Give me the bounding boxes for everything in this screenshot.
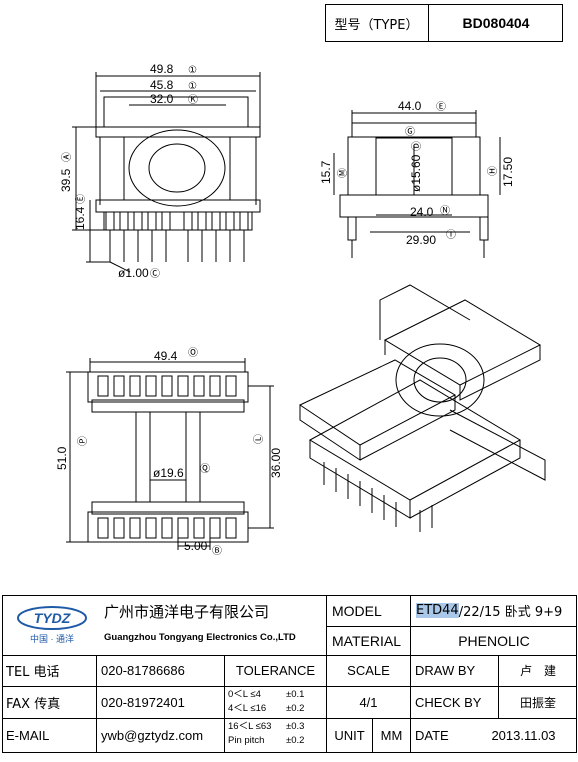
model-value: ETD44/22/15 卧式 9+9 xyxy=(412,595,577,626)
type-divider xyxy=(428,4,429,42)
dim-side-inner-ref: Ⓝ xyxy=(440,205,450,217)
tel-value: 020-81786686 xyxy=(101,663,185,678)
dim-bottom-row-spacing: 36.00 xyxy=(269,448,283,478)
unit-label: UNIT xyxy=(334,728,365,743)
fax-label: FAX 传真 xyxy=(6,696,61,712)
type-box xyxy=(325,4,563,42)
scale-value: 4/1 xyxy=(359,694,378,710)
dim-front-width-outer: 49.8 xyxy=(150,62,174,76)
bottom-view xyxy=(66,358,274,550)
dim-front-pin-dia-ref: Ⓒ xyxy=(150,268,160,280)
dim-side-core-height-ref: Ⓜ xyxy=(337,168,349,178)
bottom-view-top-pins xyxy=(97,375,237,397)
side-view xyxy=(333,110,501,258)
dim-front-width-mid-ref: ① xyxy=(188,81,197,92)
tolerance-row: 4＜L ≤16 ±0.2 xyxy=(228,702,324,716)
dim-side-center-ref: Ⓖ xyxy=(405,126,415,138)
dim-side-length-ref: Ⓔ xyxy=(436,101,446,113)
email-value: ywb@gztydz.com xyxy=(101,728,204,743)
front-pin-blocks xyxy=(105,211,249,231)
tolerance-row: 0＜L ≤4 ±0.1 xyxy=(228,688,324,702)
unit-value: MM xyxy=(380,728,403,743)
logo-sub: 中国 · 通洋 xyxy=(30,633,74,644)
date-label: DATE xyxy=(415,728,449,743)
tolerance-table: 0＜L ≤4 ±0.1 4＜L ≤16 ±0.2 16＜L ≤63 ±0.3 Pin … xyxy=(228,688,324,748)
dim-side-bore-ref: Ⓓ xyxy=(411,141,423,151)
isometric-pins xyxy=(323,462,433,532)
dim-side-bore: ø15.60 xyxy=(409,154,423,192)
dim-front-pin-height-ref: Ⓔ xyxy=(75,194,87,204)
technical-drawing: 49.8 ① 45.8 ① 32.0 Ⓚ 39.5 Ⓐ 16.4 Ⓔ ø1.00… xyxy=(55,62,546,557)
front-pins xyxy=(109,230,245,262)
dim-side-base: 29.90 xyxy=(406,233,436,247)
dim-bottom-row-spacing-ref: Ⓛ xyxy=(253,434,265,444)
tolerance-range: 16＜L ≤63 xyxy=(228,721,272,732)
tolerance-range: 4＜L ≤16 xyxy=(228,703,267,714)
dim-bottom-length: 51.0 xyxy=(55,446,69,470)
isometric-view xyxy=(298,284,546,532)
dim-front-height-ref: Ⓐ xyxy=(61,152,73,162)
dim-front-height: 39.5 xyxy=(59,168,73,192)
dim-side-flange-ref: Ⓗ xyxy=(487,166,499,176)
company-logo: TYDZ 中国 · 通洋 xyxy=(12,600,92,648)
dim-front-width-inner: 32.0 xyxy=(150,92,174,106)
tolerance-value: ±0.1 xyxy=(286,689,305,700)
dim-side-flange: 17.50 xyxy=(501,157,515,187)
company-name-cn: 广州市通洋电子有限公司 xyxy=(104,602,270,621)
model-value-highlight: ETD44 xyxy=(416,603,459,618)
tolerance-row: 16＜L ≤63 ±0.3 xyxy=(228,720,324,734)
drawby-value: 卢 建 xyxy=(519,664,556,678)
tolerance-value: ±0.3 xyxy=(286,721,305,732)
dim-bottom-width-ref: Ⓞ xyxy=(188,347,198,359)
tolerance-value: ±0.2 xyxy=(286,735,305,746)
dim-side-core-height: 15.7 xyxy=(319,160,333,184)
email-label: E-MAIL xyxy=(6,728,50,743)
tolerance-range: 0＜L ≤4 xyxy=(228,689,261,700)
dim-front-pin-dia: ø1.00 xyxy=(118,266,149,280)
model-value-rest: /22/15 卧式 9+9 xyxy=(458,605,563,620)
dim-front-width-outer-ref: ① xyxy=(188,65,197,76)
checkby-label: CHECK BY xyxy=(415,694,482,710)
tel-label: TEL 电话 xyxy=(6,665,60,680)
dim-side-inner: 24.0 xyxy=(410,205,434,219)
date-value: 2013.11.03 xyxy=(491,728,556,743)
tolerance-row: Pin pitch ±0.2 xyxy=(228,734,324,748)
title-block xyxy=(2,595,577,753)
front-view xyxy=(72,72,261,273)
dim-bottom-core: ø19.6 xyxy=(153,466,184,480)
dim-bottom-core-ref: Ⓠ xyxy=(200,463,210,475)
dim-bottom-width: 49.4 xyxy=(154,349,178,363)
logo-text: TYDZ xyxy=(34,610,71,626)
model-label: MODEL xyxy=(332,602,382,619)
material-label: MATERIAL xyxy=(332,632,401,649)
type-label: 型号（TYPE） xyxy=(334,17,419,33)
dim-side-base-ref: Ⓘ xyxy=(446,229,456,241)
bottom-view-bottom-pins xyxy=(97,517,237,539)
fax-value: 020-81972401 xyxy=(101,694,185,710)
scale-label: SCALE xyxy=(347,663,390,678)
dim-bottom-pitch-ref: Ⓑ xyxy=(212,545,222,557)
dim-bottom-length-ref: Ⓟ xyxy=(77,436,89,446)
checkby-value: 田振奎 xyxy=(519,695,556,710)
type-value: BD080404 xyxy=(462,15,530,31)
dim-front-width-mid: 45.8 xyxy=(150,78,174,92)
tolerance-value: ±0.2 xyxy=(286,703,305,714)
dim-side-length: 44.0 xyxy=(398,99,422,113)
dim-front-pin-height: 16.4 xyxy=(73,206,87,230)
tolerance-label: TOLERANCE xyxy=(235,663,316,678)
tolerance-range: Pin pitch xyxy=(228,735,265,746)
material-value: PHENOLIC xyxy=(458,632,530,649)
dim-front-width-inner-ref: Ⓚ xyxy=(188,94,198,106)
dim-bottom-pitch: 5.00 xyxy=(184,539,208,553)
company-name-en: Guangzhou Tongyang Electronics Co.,LTD xyxy=(104,631,296,643)
drawby-label: DRAW BY xyxy=(415,663,476,678)
